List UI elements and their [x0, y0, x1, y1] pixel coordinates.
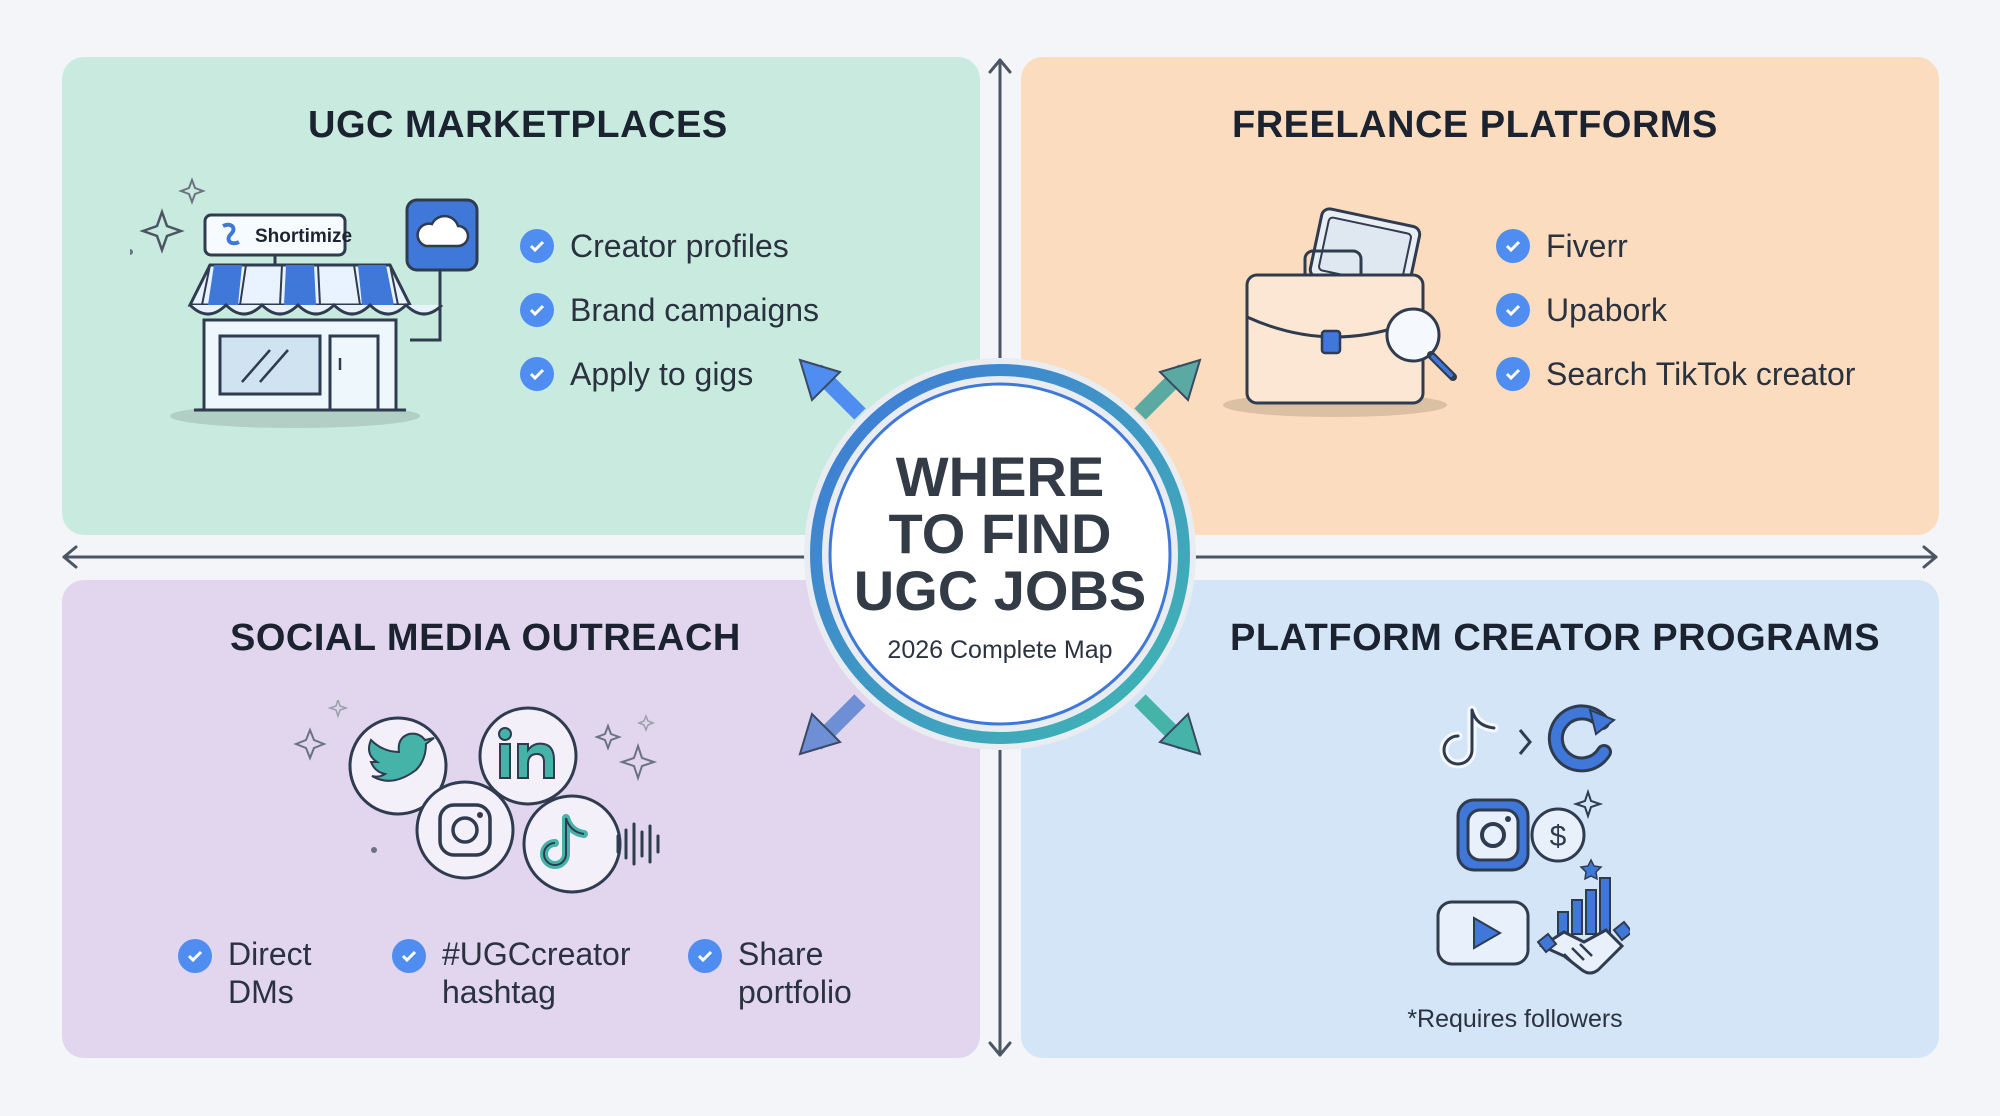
list-item-label: Creator profiles [570, 227, 789, 264]
arrow-top-right-icon [1134, 358, 1202, 420]
checkmark-icon [688, 939, 722, 973]
briefcase-icon [1223, 207, 1457, 417]
instagram-icon [1456, 798, 1530, 872]
list-item: Upabork [1496, 278, 1855, 342]
arrow-bottom-right-icon [1134, 694, 1202, 756]
soundwave-icon [616, 822, 660, 866]
freelance-platforms-panel [1021, 57, 1939, 535]
list-item: Fiverr [1496, 214, 1855, 278]
list-item-label: Apply to gigs [570, 355, 754, 392]
dollar-coin-icon: $ [1530, 807, 1586, 863]
checkmark-icon [392, 939, 426, 973]
list-item-label: Brand campaigns [570, 291, 820, 328]
youtube-icon [1436, 900, 1530, 966]
list-item: Apply to gigs [520, 342, 819, 406]
creator-program-icons: $ [1436, 704, 1630, 975]
center-title-line-1: WHERE [895, 445, 1105, 508]
magnifier-icon [1385, 307, 1457, 381]
platform-creator-programs-title: PLATFORM CREATOR PROGRAMS [1230, 617, 1881, 659]
checkmark-icon [1496, 357, 1530, 391]
center-title-line-2: TO FIND [888, 502, 1112, 565]
freelance-platforms-title: FREELANCE PLATFORMS [1232, 104, 1718, 146]
center-subtitle: 2026 Complete Map [887, 636, 1113, 664]
requires-followers-note: *Requires followers [1407, 1005, 1623, 1033]
checkmark-icon [1496, 293, 1530, 327]
twitter-icon [348, 716, 448, 816]
list-item-label: Search TikTok creator [1546, 355, 1856, 392]
ugc-marketplaces-title: UGC MARKETPLACES [308, 104, 728, 146]
handshake-icon [1536, 920, 1630, 975]
sparkle-icon [139, 208, 185, 254]
refresh-icon [1547, 704, 1616, 773]
list-item: Creator profiles [520, 214, 819, 278]
tiktok-icon [522, 794, 622, 894]
center-title-line-3: UGC JOBS [853, 559, 1147, 622]
arrow-bottom-left-icon [798, 694, 866, 756]
checkmark-icon [178, 939, 212, 973]
linkedin-icon [478, 706, 578, 806]
social-media-outreach-title: SOCIAL MEDIA OUTREACH [230, 617, 741, 659]
list-item-label: Upabork [1546, 291, 1667, 328]
social-media-outreach-panel [62, 580, 980, 1058]
ugc-marketplaces-list: Creator profiles Brand campaigns Apply t… [520, 214, 819, 406]
checkmark-icon [520, 293, 554, 327]
storefront-icon: Shortimize [130, 177, 479, 428]
list-item-label: Fiverr [1546, 227, 1628, 264]
chevron-right-icon [1518, 729, 1532, 755]
instagram-icon [415, 780, 515, 880]
svg-text:$: $ [1550, 820, 1567, 853]
checkmark-icon [1496, 229, 1530, 263]
checkmark-icon [520, 357, 554, 391]
center-hub [804, 358, 1196, 750]
bar-chart-icon [1557, 877, 1611, 935]
center-title: WHERE TO FIND UGC JOBS [800, 448, 1200, 619]
social-icons-cluster [293, 700, 660, 894]
store-sign-label: Shortimize [255, 226, 352, 247]
tiktok-icon [1439, 705, 1499, 769]
list-item: Brand campaigns [520, 278, 819, 342]
checkmark-icon [520, 229, 554, 263]
direction-arrows [798, 358, 1202, 756]
arrow-top-left-icon [798, 358, 866, 420]
list-item: Search TikTok creator [1496, 342, 1855, 406]
freelance-platforms-list: Fiverr Upabork Search TikTok creator [1496, 214, 1855, 406]
